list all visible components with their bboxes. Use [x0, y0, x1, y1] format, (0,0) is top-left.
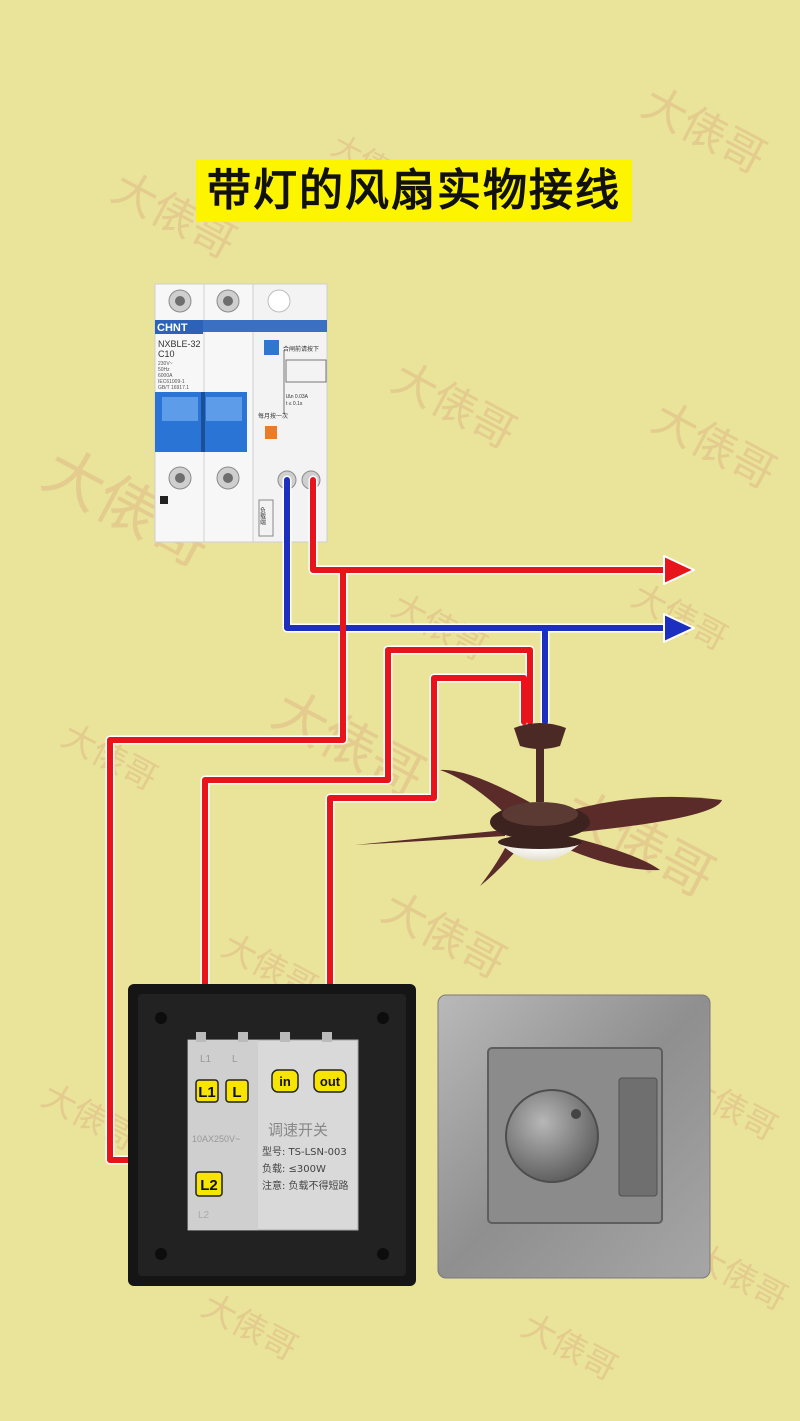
breaker-spec: IEC61009-1	[158, 379, 185, 385]
breaker-spec: 230V~	[158, 361, 173, 367]
breaker-rating: C10	[158, 349, 175, 359]
breaker-spec: 50Hz	[158, 367, 170, 373]
breaker-leak-spec: IΔn 0.03A	[286, 394, 309, 400]
page-title: 带灯的风扇实物接线	[207, 165, 621, 216]
breaker-spec: GB/T 16917.1	[158, 385, 189, 391]
terminal-out	[313, 1069, 347, 1093]
terminal-l1	[195, 1079, 219, 1103]
l1-to-lamp-wire	[202, 647, 533, 1099]
breaker-monthly-note: 每月按一次	[258, 412, 288, 420]
dimmer-switch	[437, 994, 711, 1279]
arrow-right-icon	[663, 555, 695, 585]
switch-name: 调速开关	[268, 1121, 328, 1139]
terminal-l2-label: L2	[200, 1177, 218, 1194]
switch-rating: 10AX250V~	[192, 1134, 240, 1144]
breaker-leak-time: t ≤ 0.1s	[286, 401, 303, 407]
breaker-load-side: 负载端	[259, 506, 266, 526]
neutral-wire-main	[284, 477, 673, 631]
terminal-out-label: out	[320, 1074, 341, 1089]
switch-load: 负载: ≤300W	[262, 1162, 326, 1175]
terminal-l1-label: L1	[198, 1084, 216, 1101]
arrow-right-icon	[663, 613, 695, 643]
ceiling-fan-icon	[355, 723, 722, 886]
switch-note: 注意: 负载不得短路	[262, 1179, 349, 1192]
test-button	[264, 340, 279, 355]
brand-badge	[155, 320, 203, 334]
breaker-model: NXBLE-32	[158, 339, 201, 349]
live-wire-main	[310, 477, 673, 573]
breaker-test-note: 合闸前请按下	[283, 345, 319, 353]
terminal-in	[271, 1069, 299, 1093]
module-top-label: L	[232, 1054, 238, 1065]
title-background	[196, 160, 632, 222]
speed-switch: L1 L in out L2 L1 L 10AX250V~ 调速开关 型号: T…	[128, 984, 416, 1286]
terminal-l	[225, 1079, 249, 1103]
dimmer-knob-icon	[505, 1089, 599, 1183]
module-bottom-label: L2	[198, 1210, 210, 1221]
circuit-breaker: CHNT NXBLE-32 C10 230V~ 50Hz 6000A IEC61…	[154, 283, 328, 543]
module-top-label: L1	[200, 1054, 212, 1065]
wires	[105, 475, 695, 1165]
breaker-spec: 6000A	[158, 373, 173, 379]
terminal-l-label: L	[232, 1084, 241, 1101]
terminal-in-label: in	[279, 1074, 291, 1089]
out-to-fan-wire	[327, 675, 527, 1089]
switch-model: 型号: TS-LSN-003	[262, 1145, 347, 1158]
breaker-brand: CHNT	[157, 322, 188, 334]
terminal-l2	[195, 1171, 223, 1197]
